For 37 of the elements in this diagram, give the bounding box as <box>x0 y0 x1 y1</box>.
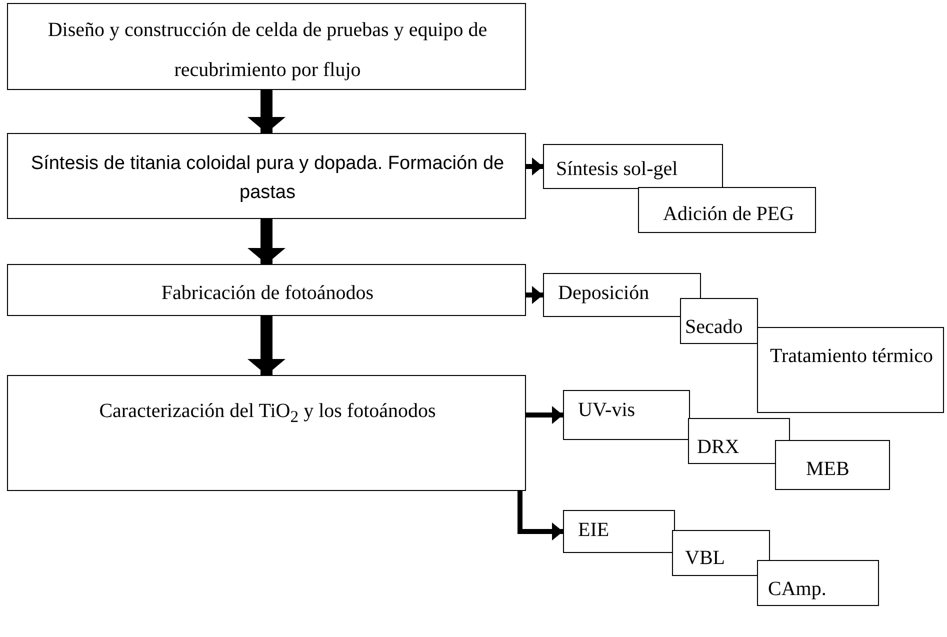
process-box <box>672 530 770 576</box>
step-text: DRX <box>697 435 740 460</box>
arrow <box>248 90 286 133</box>
step-text: MEB <box>806 457 850 482</box>
process-box <box>757 560 879 606</box>
process-box <box>680 298 758 344</box>
process-box <box>7 133 526 219</box>
arrow <box>526 286 543 304</box>
step-text: EIE <box>578 518 610 543</box>
step-text: Deposición <box>558 281 650 306</box>
process-box <box>757 327 944 413</box>
step-text: Síntesis de titania coloidal pura y dopada. Formación de pastas <box>30 152 506 205</box>
step-text: Diseño y construcción de celda de pruebas y equipo de recubrimiento por flujo <box>46 18 488 83</box>
process-box <box>563 390 690 440</box>
process-box <box>543 273 701 317</box>
arrow <box>526 406 563 424</box>
step-text: Secado <box>685 315 743 340</box>
process-box <box>543 144 723 189</box>
process-box <box>7 264 526 316</box>
process-box <box>563 510 675 553</box>
step-text: UV-vis <box>578 398 636 423</box>
step-text: Tratamiento térmico <box>768 344 934 369</box>
step-text: Fabricación de fotoánodos <box>160 281 375 306</box>
process-box <box>775 440 890 490</box>
step-text: CAmp. <box>768 577 826 602</box>
process-box <box>7 375 526 491</box>
process-box <box>688 418 790 464</box>
arrow <box>248 316 286 375</box>
arrow <box>248 219 286 264</box>
process-box <box>7 3 526 90</box>
step-text: Caracterización del TiO$_{2}$ y los fotoánodos <box>98 399 437 428</box>
step-text: Adición de PEG <box>663 202 794 227</box>
arrow <box>518 491 563 540</box>
step-text: Síntesis sol-gel <box>556 157 678 182</box>
step-text: VBL <box>685 546 725 571</box>
arrow <box>526 158 543 176</box>
process-box <box>638 187 816 233</box>
